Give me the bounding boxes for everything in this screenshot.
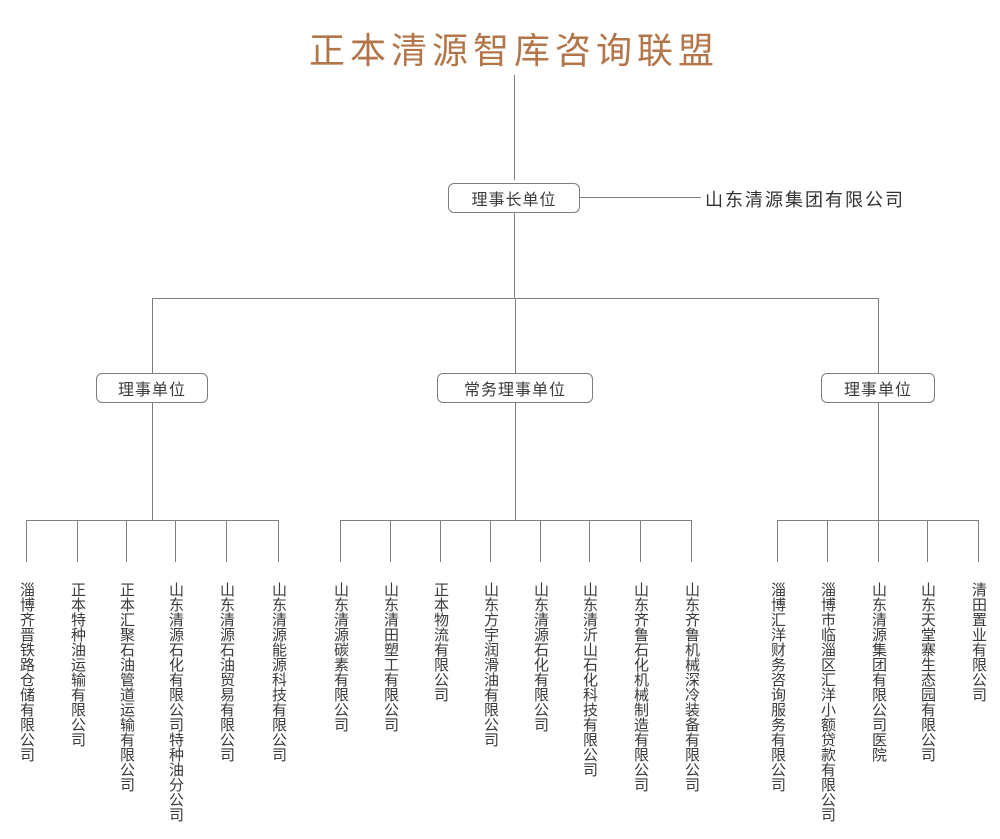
connector-line [226,520,227,562]
company-name: 山东清源石化有限公司 [532,582,549,732]
connector-line [878,520,879,562]
connector-line [26,520,278,521]
company-name: 正本汇聚石油管道运输有限公司 [118,582,135,792]
company-name: 山东清沂山石化科技有限公司 [581,582,598,777]
company-name: 淄博齐晋铁路仓储有限公司 [18,582,35,762]
connector-line [827,520,828,562]
connector-line [580,197,701,198]
connector-line [340,520,341,562]
connector-line [777,520,978,521]
company-name: 山东齐鲁石化机械制造有限公司 [632,582,649,792]
company-name: 清田置业有限公司 [970,582,987,702]
connector-line [490,520,491,562]
node-director-units-right: 理事单位 [821,373,935,403]
connector-line [777,520,778,562]
connector-line [691,520,692,562]
connector-line [640,520,641,562]
connector-line [878,298,879,373]
company-name: 山东清源能源科技有限公司 [270,582,287,762]
company-name: 山东方宇润滑油有限公司 [482,582,499,747]
connector-line [152,403,153,520]
company-name: 正本物流有限公司 [432,582,449,702]
connector-line [126,520,127,562]
company-name: 淄博汇洋财务咨询服务有限公司 [769,582,786,792]
company-name: 山东清源石油贸易有限公司 [218,582,235,762]
node-director-units-left: 理事单位 [96,373,208,403]
company-name: 山东齐鲁机械深冷装备有限公司 [683,582,700,792]
connector-line [175,520,176,562]
connector-line [589,520,590,562]
connector-line [278,520,279,562]
connector-line [540,520,541,562]
connector-line [440,520,441,562]
connector-line [515,403,516,520]
connector-line [978,520,979,562]
connector-line [340,520,691,521]
connector-line [77,520,78,562]
company-name: 山东清源石化有限公司特种油分公司 [167,582,184,822]
company-name: 淄博市临淄区汇洋小额贷款有限公司 [819,582,836,822]
node-executive-director-units: 常务理事单位 [437,373,593,403]
company-name: 山东清源碳素有限公司 [332,582,349,732]
connector-line [515,298,516,373]
connector-line [878,403,879,520]
node-chairman-unit: 理事长单位 [448,183,580,213]
chart-title: 正本清源智库咨询联盟 [308,30,719,71]
connector-line [152,298,153,373]
connector-line [514,75,515,180]
connector-line [390,520,391,562]
company-name: 山东天堂寨生态园有限公司 [919,582,936,762]
company-name: 正本特种油运输有限公司 [69,582,86,747]
connector-line [26,520,27,562]
chairman-company-name: 山东清源集团有限公司 [705,190,905,210]
connector-line [927,520,928,562]
company-name: 山东清源集团有限公司医院 [870,582,887,762]
connector-line [514,213,515,298]
company-name: 山东清田塑工有限公司 [382,582,399,732]
